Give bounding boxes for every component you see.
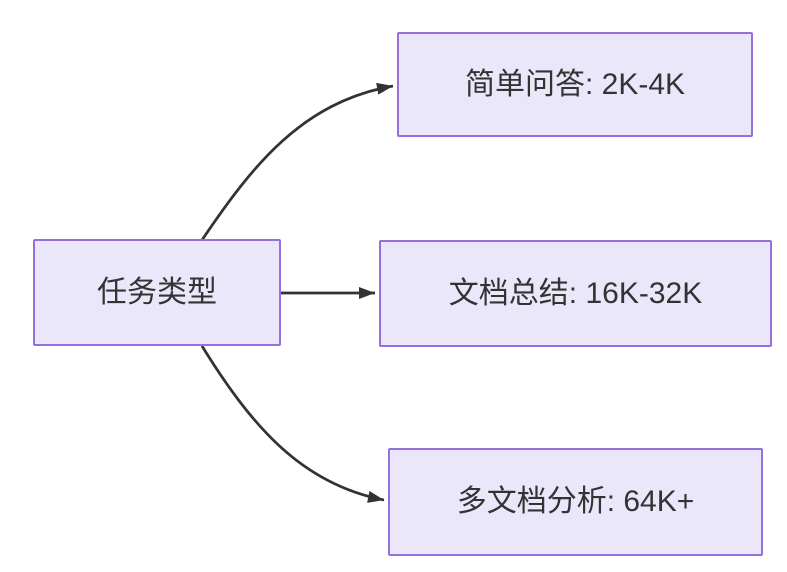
node-task-type: 任务类型 <box>33 239 281 346</box>
node-multi-doc-analysis-label: 多文档分析: 64K+ <box>456 485 695 518</box>
edge-root-to-bottom <box>200 345 385 503</box>
node-task-type-label: 任务类型 <box>97 275 217 309</box>
node-doc-summary-label: 文档总结: 16K-32K <box>448 276 703 310</box>
node-simple-qa-label: 简单问答: 2K-4K <box>464 67 686 101</box>
node-simple-qa: 简单问答: 2K-4K <box>397 32 753 137</box>
node-doc-summary: 文档总结: 16K-32K <box>379 240 772 347</box>
node-multi-doc-analysis: 多文档分析: 64K+ <box>388 448 763 556</box>
edge-root-to-top <box>200 82 394 241</box>
